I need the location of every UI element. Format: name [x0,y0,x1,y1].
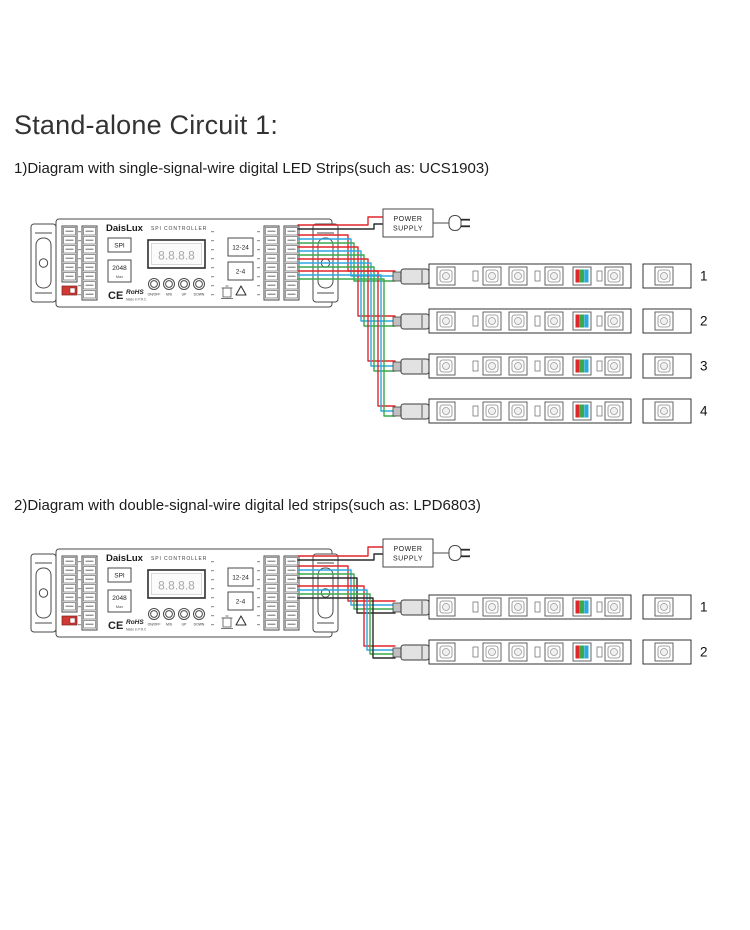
diagram-single-signal: 1 2 3 4 [0,208,708,445]
strip-number-2: 2 [700,645,708,660]
strip-number-3: 3 [700,359,708,374]
wire-power-black [297,553,384,561]
wire-strip4-blue [297,274,396,412]
led-strip-1 [393,595,691,619]
section-2-label: 2)Diagram with double-signal-wire digita… [14,497,481,514]
wire-strip2-red [297,585,396,647]
wire-strip2-green [297,593,396,655]
spi-controller-2 [31,549,338,637]
wire-strip1-green [297,573,396,610]
strip-number-1: 1 [700,269,708,284]
wire-strip1-red [297,565,396,602]
strip-number-1: 1 [700,600,708,615]
spi-controller-1 [31,219,338,307]
section-1-label: 1)Diagram with single-signal-wire digita… [14,160,490,177]
strip-number-2: 2 [700,314,708,329]
led-strip-2 [393,640,691,664]
wire-power-red [297,216,384,226]
wire-strip1-black [297,577,396,614]
led-strip-4 [393,399,691,423]
wire-strip2-blue [297,589,396,651]
led-strip-2 [393,309,691,333]
page-title: Stand-alone Circuit 1: [14,110,279,140]
strip-number-4: 4 [700,404,708,419]
wire-strip2-black [297,597,396,659]
led-strip-1 [393,264,691,288]
diagram-double-signal: 1 2 [0,538,708,700]
wire-strip2-red [297,246,396,317]
wire-strip3-blue [297,262,396,367]
wire-strip1-blue [297,238,396,277]
led-strip-3 [393,354,691,378]
power-supply-2 [382,538,471,568]
wire-strip4-green [297,278,396,417]
wire-power-black [297,223,384,230]
wire-strip2-green [297,254,396,327]
wire-power-red [297,546,384,557]
power-supply-1 [382,208,471,238]
wire-strip4-red [297,270,396,407]
